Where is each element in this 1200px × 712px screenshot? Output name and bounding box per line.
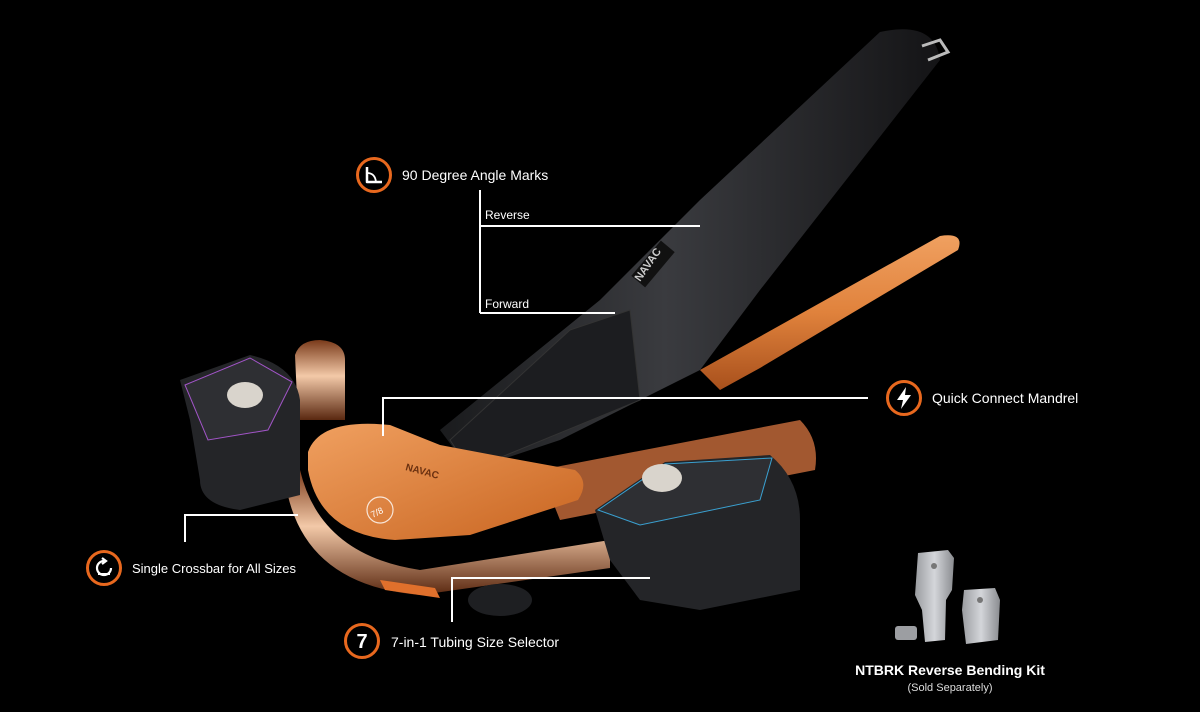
bending-die bbox=[308, 423, 584, 540]
crossbar-line bbox=[184, 514, 298, 542]
size-selector-label: 7-in-1 Tubing Size Selector bbox=[391, 634, 560, 650]
angle-marks-label: 90 Degree Angle Marks bbox=[402, 167, 549, 183]
kit-bracket-large bbox=[915, 550, 954, 642]
forward-label: Forward bbox=[485, 297, 530, 311]
hanging-ring bbox=[921, 38, 951, 62]
die-size-label: 7/8 bbox=[369, 505, 385, 519]
die-label-circle bbox=[366, 496, 394, 524]
kit-screw-small bbox=[977, 597, 983, 603]
kit-bracket-small bbox=[962, 588, 1000, 644]
kit-knob bbox=[895, 626, 917, 640]
right-block-knob bbox=[642, 464, 682, 492]
crossbar-label: Single Crossbar for All Sizes bbox=[132, 561, 297, 576]
lightning-bolt-icon bbox=[886, 380, 922, 416]
rotate-icon bbox=[86, 550, 122, 586]
right-angle-icon bbox=[356, 157, 392, 193]
tube-bent bbox=[285, 470, 610, 595]
left-block-knob bbox=[227, 382, 263, 408]
lever-handle bbox=[700, 235, 960, 390]
lower-knob bbox=[468, 584, 532, 616]
kit-title: NTBRK Reverse Bending Kit bbox=[855, 662, 1045, 678]
brand-plate bbox=[631, 240, 675, 288]
tube-stub bbox=[295, 340, 345, 420]
size-selector-line bbox=[451, 577, 650, 622]
die-underside bbox=[380, 580, 440, 598]
rack-slide bbox=[449, 309, 641, 471]
quick-connect-line bbox=[382, 397, 868, 436]
kit-subtitle: (Sold Separately) bbox=[907, 682, 993, 694]
reverse-label: Reverse bbox=[485, 208, 530, 222]
callout-lines bbox=[184, 190, 868, 622]
size-selector-glyph: 7 bbox=[356, 631, 367, 653]
quick-connect-label: Quick Connect Mandrel bbox=[932, 390, 1079, 406]
reverse-bending-kit-graphic bbox=[895, 550, 1000, 644]
kit-screw-large bbox=[931, 563, 937, 569]
number-seven-icon: 7 bbox=[344, 623, 380, 659]
